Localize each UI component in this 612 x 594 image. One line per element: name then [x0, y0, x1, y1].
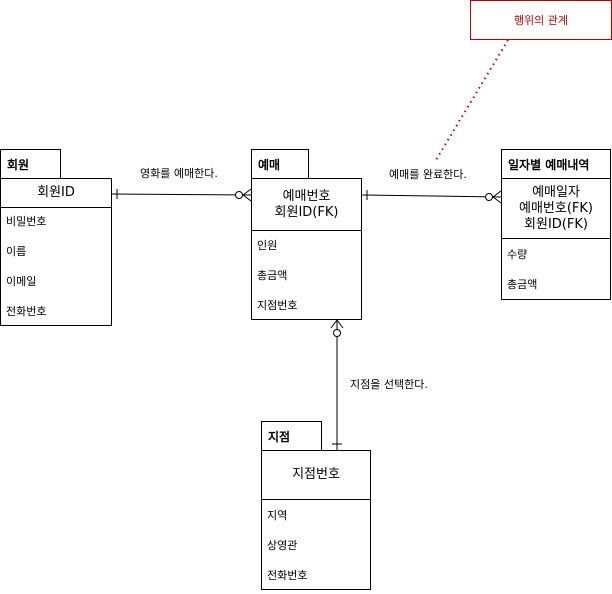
entity-branch-body: 지점번호 지역 상영관 전화번호: [261, 450, 371, 590]
note-connector-line: [435, 39, 509, 161]
relation-reservation-daily-line: [360, 190, 502, 204]
attribute: 전화번호: [267, 569, 308, 582]
attribute: 총금액: [257, 269, 288, 282]
relation-reservation-branch-line: [330, 319, 344, 450]
attribute: 비밀번호: [6, 215, 47, 228]
entity-member-title: 회원: [0, 149, 61, 179]
entity-reservation-pk: 예매번호 회원ID(FK): [252, 179, 361, 231]
pk-field: 예매번호(FK): [519, 200, 593, 216]
entity-reservation-body: 예매번호 회원ID(FK) 인원 총금액 지점번호: [251, 178, 362, 320]
entity-branch-pk: 지점번호: [262, 451, 370, 500]
entity-reservation[interactable]: 예매 예매번호 회원ID(FK) 인원 총금액 지점번호: [251, 149, 362, 320]
entity-member-pk: 회원ID: [1, 179, 111, 208]
relation-label-reservation-branch: 지점을 선택한다.: [350, 378, 428, 391]
pk-field: 예매일자: [532, 184, 580, 200]
entity-daily-reservation-pk: 예매일자 예매번호(FK) 회원ID(FK): [502, 179, 610, 239]
attribute: 상영관: [267, 539, 298, 552]
entity-daily-reservation[interactable]: 일자별 예매내역 예매일자 예매번호(FK) 회원ID(FK) 수량 총금액: [501, 149, 611, 300]
note-text: 행위의 관계: [513, 14, 569, 27]
entity-member[interactable]: 회원 회원ID 비밀번호 이름 이메일 전화번호: [0, 149, 112, 326]
entity-reservation-title: 예매: [251, 149, 309, 179]
entity-daily-reservation-title: 일자별 예매내역: [501, 149, 611, 179]
attribute: 인원: [257, 239, 278, 252]
attribute: 이메일: [6, 275, 37, 288]
attribute: 총금액: [507, 278, 538, 291]
entity-branch-title: 지점: [261, 421, 322, 451]
attribute: 지역: [267, 509, 288, 522]
attribute: 수량: [507, 248, 528, 261]
entity-daily-reservation-body: 예매일자 예매번호(FK) 회원ID(FK) 수량 총금액: [501, 178, 611, 300]
relation-label-reservation-daily: 예매를 완료한다.: [389, 168, 467, 181]
pk-field: 예매번호: [282, 188, 331, 204]
entity-branch[interactable]: 지점 지점번호 지역 상영관 전화번호: [261, 421, 371, 590]
relation-member-reservation-line: [110, 188, 252, 202]
attribute: 지점번호: [257, 299, 298, 312]
pk-field: 회원ID(FK): [524, 216, 588, 232]
pk-field: 회원ID: [37, 185, 75, 200]
attribute: 전화번호: [6, 305, 47, 318]
note-box: 행위의 관계: [470, 0, 612, 40]
pk-field: 지점번호: [292, 467, 340, 482]
pk-field: 회원ID(FK): [274, 204, 339, 220]
relation-label-member-reservation: 영화를 예매한다.: [140, 167, 218, 180]
attribute: 이름: [6, 245, 27, 258]
entity-member-body: 회원ID 비밀번호 이름 이메일 전화번호: [0, 178, 112, 326]
